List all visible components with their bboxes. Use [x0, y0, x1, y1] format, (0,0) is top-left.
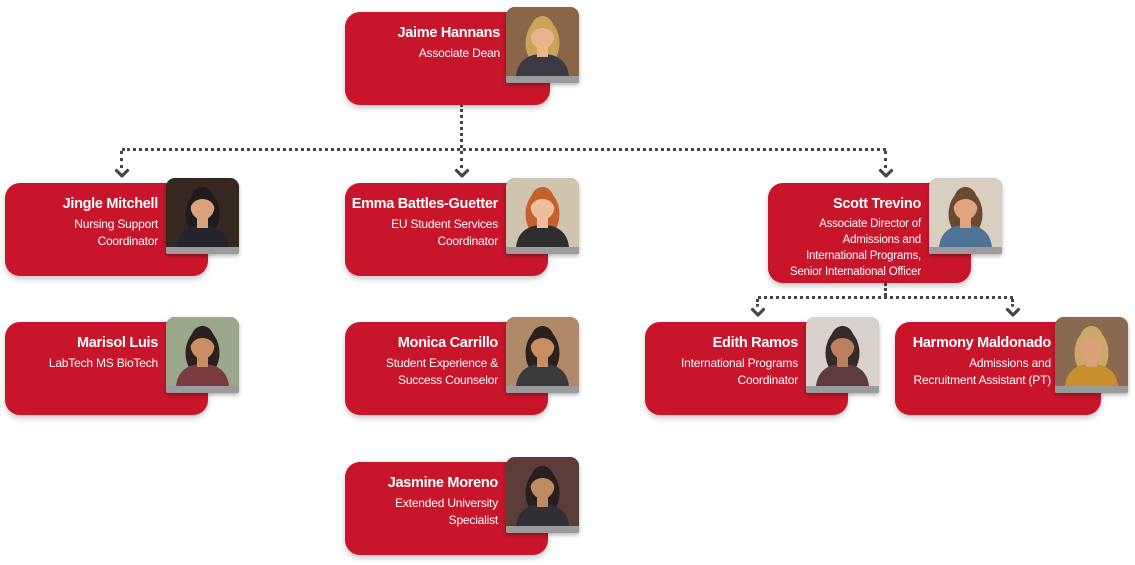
photo-caption-bar	[806, 386, 879, 393]
connector-horizontal-line	[122, 148, 886, 151]
person-title: Student Experience & Success Counselor	[385, 355, 498, 387]
arrow-down-icon	[750, 307, 766, 317]
org-card-monica-carrillo: Monica Carrillo Student Experience & Suc…	[345, 317, 579, 415]
person-title: Associate Director of Admissions and Int…	[790, 217, 921, 278]
photo-caption-bar	[506, 247, 579, 254]
person-title: Associate Dean	[418, 45, 500, 60]
org-card-marisol-luis: Marisol Luis LabTech MS BioTech	[5, 317, 239, 415]
org-card-scott-trevino: Scott Trevino Associate Director of Admi…	[768, 178, 1002, 283]
person-photo	[929, 178, 1002, 254]
org-card-emma-battles-guetter: Emma Battles-Guetter EU Student Services…	[345, 178, 579, 276]
portrait-illustration	[166, 317, 239, 386]
portrait-illustration	[506, 317, 579, 386]
arrow-down-icon	[114, 168, 130, 178]
connector-vertical-line	[884, 283, 887, 296]
connector-vertical-line	[120, 151, 123, 168]
photo-caption-bar	[506, 526, 579, 533]
person-title: Nursing Support Coordinator	[74, 216, 158, 248]
photo-caption-bar	[929, 247, 1002, 254]
photo-caption-bar	[166, 247, 239, 254]
person-name: Emma Battles-Guetter	[351, 196, 499, 212]
photo-caption-bar	[506, 76, 579, 83]
person-name: Jaime Hannans	[397, 25, 501, 41]
person-title: International Programs Coordinator	[681, 355, 798, 387]
portrait-illustration	[506, 178, 579, 247]
connector-vertical-line	[756, 299, 759, 307]
org-card-harmony-maldonado: Harmony Maldonado Admissions and Recruit…	[895, 317, 1128, 415]
person-photo	[506, 7, 579, 83]
person-name: Marisol Luis	[77, 335, 158, 351]
person-title: EU Student Services Coordinator	[391, 216, 498, 248]
person-photo	[506, 178, 579, 254]
portrait-illustration	[166, 178, 239, 247]
connector-vertical-line	[1011, 299, 1014, 307]
connector-horizontal-line	[758, 296, 1013, 299]
person-title: LabTech MS BioTech	[48, 355, 158, 370]
org-card-jasmine-moreno: Jasmine Moreno Extended University Speci…	[345, 457, 579, 555]
arrow-down-icon	[878, 168, 894, 178]
org-card-jingle-mitchell: Jingle Mitchell Nursing Support Coordina…	[5, 178, 239, 276]
person-photo	[506, 317, 579, 393]
person-photo	[1055, 317, 1128, 393]
person-name: Jingle Mitchell	[62, 196, 159, 212]
person-name: Jasmine Moreno	[387, 475, 499, 491]
person-photo	[166, 317, 239, 393]
portrait-illustration	[806, 317, 879, 386]
org-card-jaime-hannans: Jaime Hannans Associate Dean	[345, 7, 579, 105]
portrait-illustration	[929, 178, 1002, 247]
person-name: Edith Ramos	[712, 335, 799, 351]
org-card-edith-ramos: Edith Ramos International Programs Coord…	[645, 317, 879, 415]
arrow-down-icon	[1005, 307, 1021, 317]
person-photo	[806, 317, 879, 393]
person-title: Extended University Specialist	[395, 495, 498, 527]
connector-vertical-line	[884, 151, 887, 168]
person-name: Harmony Maldonado	[912, 335, 1052, 351]
photo-caption-bar	[506, 386, 579, 393]
person-photo	[166, 178, 239, 254]
arrow-down-icon	[454, 168, 470, 178]
person-photo	[506, 457, 579, 533]
person-title: Admissions and Recruitment Assistant (PT…	[913, 355, 1051, 387]
connector-vertical-line	[460, 104, 463, 148]
portrait-illustration	[506, 7, 579, 76]
portrait-illustration	[1055, 317, 1128, 386]
connector-vertical-line	[460, 151, 463, 168]
person-name: Monica Carrillo	[397, 335, 499, 351]
portrait-illustration	[506, 457, 579, 526]
photo-caption-bar	[1055, 386, 1128, 393]
person-name: Scott Trevino	[833, 196, 921, 212]
photo-caption-bar	[166, 386, 239, 393]
